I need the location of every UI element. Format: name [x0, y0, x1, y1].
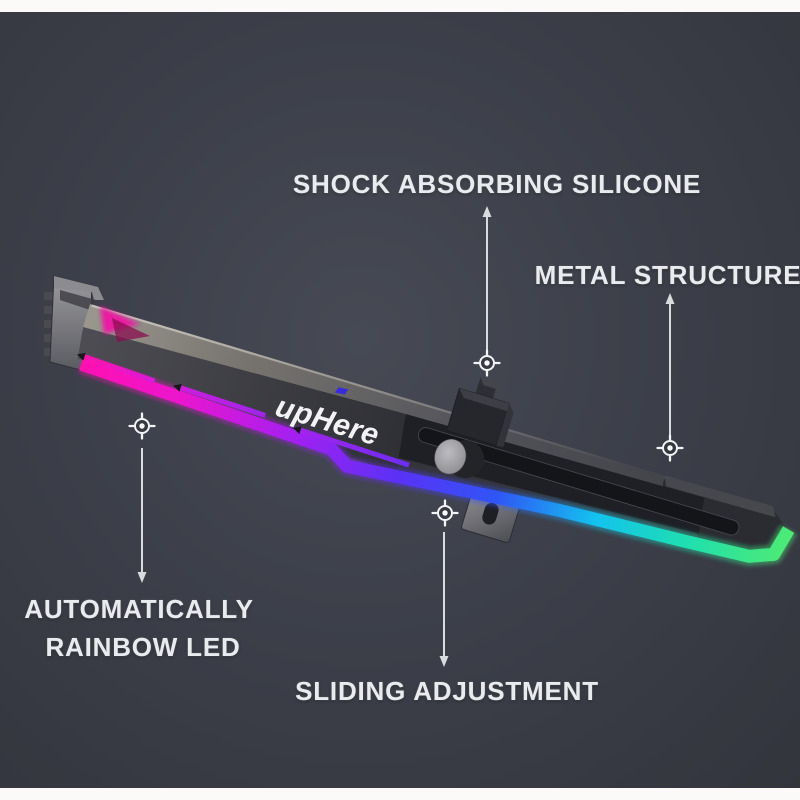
- callout-label-rainbow-led: RAINBOW LED: [45, 632, 241, 662]
- arrow-up-icon: [665, 293, 675, 304]
- led-accent-segment: [177, 384, 267, 418]
- slider-clamp: [446, 377, 514, 448]
- target-reticle-icon-shock-silicone: [473, 349, 501, 377]
- target-reticle-icon-metal-structure: [656, 434, 684, 462]
- led-accent-notch: [76, 352, 86, 361]
- led-accent-segment: [81, 353, 156, 384]
- joint-led-shadow: [112, 318, 150, 342]
- led-strip: [79, 357, 795, 563]
- bracket-notch: [44, 348, 55, 356]
- bar-tip-top-facet: [664, 475, 776, 518]
- led-accent-notch: [172, 383, 182, 392]
- callout-label-metal-structure: METAL STRUCTURE: [534, 260, 800, 290]
- bracket-notch: [44, 334, 55, 342]
- clamp-top-facet: [459, 388, 514, 414]
- callout-arrowheads: [137, 206, 675, 667]
- bar-top-edge-highlight: [91, 304, 713, 492]
- callout-label-shock-absorbing-silicone: SHOCK ABSORBING SILICONE: [292, 169, 702, 199]
- thumbscrew-knob: [434, 438, 485, 479]
- clamp-nub-facet: [480, 377, 501, 391]
- led-accent-notch: [292, 426, 302, 435]
- clamp-side-facet: [496, 403, 514, 448]
- arrow-down-icon: [439, 656, 449, 667]
- pad-holder-slot: [482, 502, 499, 525]
- callout-label-sliding-adjustment: SLIDING ADJUSTMENT: [295, 676, 599, 706]
- target-reticle-icon-rainbow-led: [128, 412, 156, 440]
- bracket-hook-shadow: [60, 290, 96, 310]
- arrow-up-icon: [482, 206, 492, 217]
- callout-lines: [141, 215, 671, 658]
- arrow-down-icon: [137, 572, 147, 583]
- target-reticle-icon-sliding-adjustment: [431, 499, 459, 527]
- joint-led-glow: [100, 306, 140, 334]
- bracket-hook: [54, 276, 104, 300]
- bracket-notch: [44, 306, 55, 314]
- bracket-notch: [44, 292, 55, 300]
- callout-label-automatically: AUTOMATICALLY: [24, 594, 254, 624]
- bracket-notch: [44, 320, 55, 328]
- led-indicator-dot: [334, 387, 349, 395]
- rail-slot: [417, 427, 740, 536]
- led-accent-segment: [297, 427, 410, 468]
- support-bar: upHere: [76, 304, 797, 566]
